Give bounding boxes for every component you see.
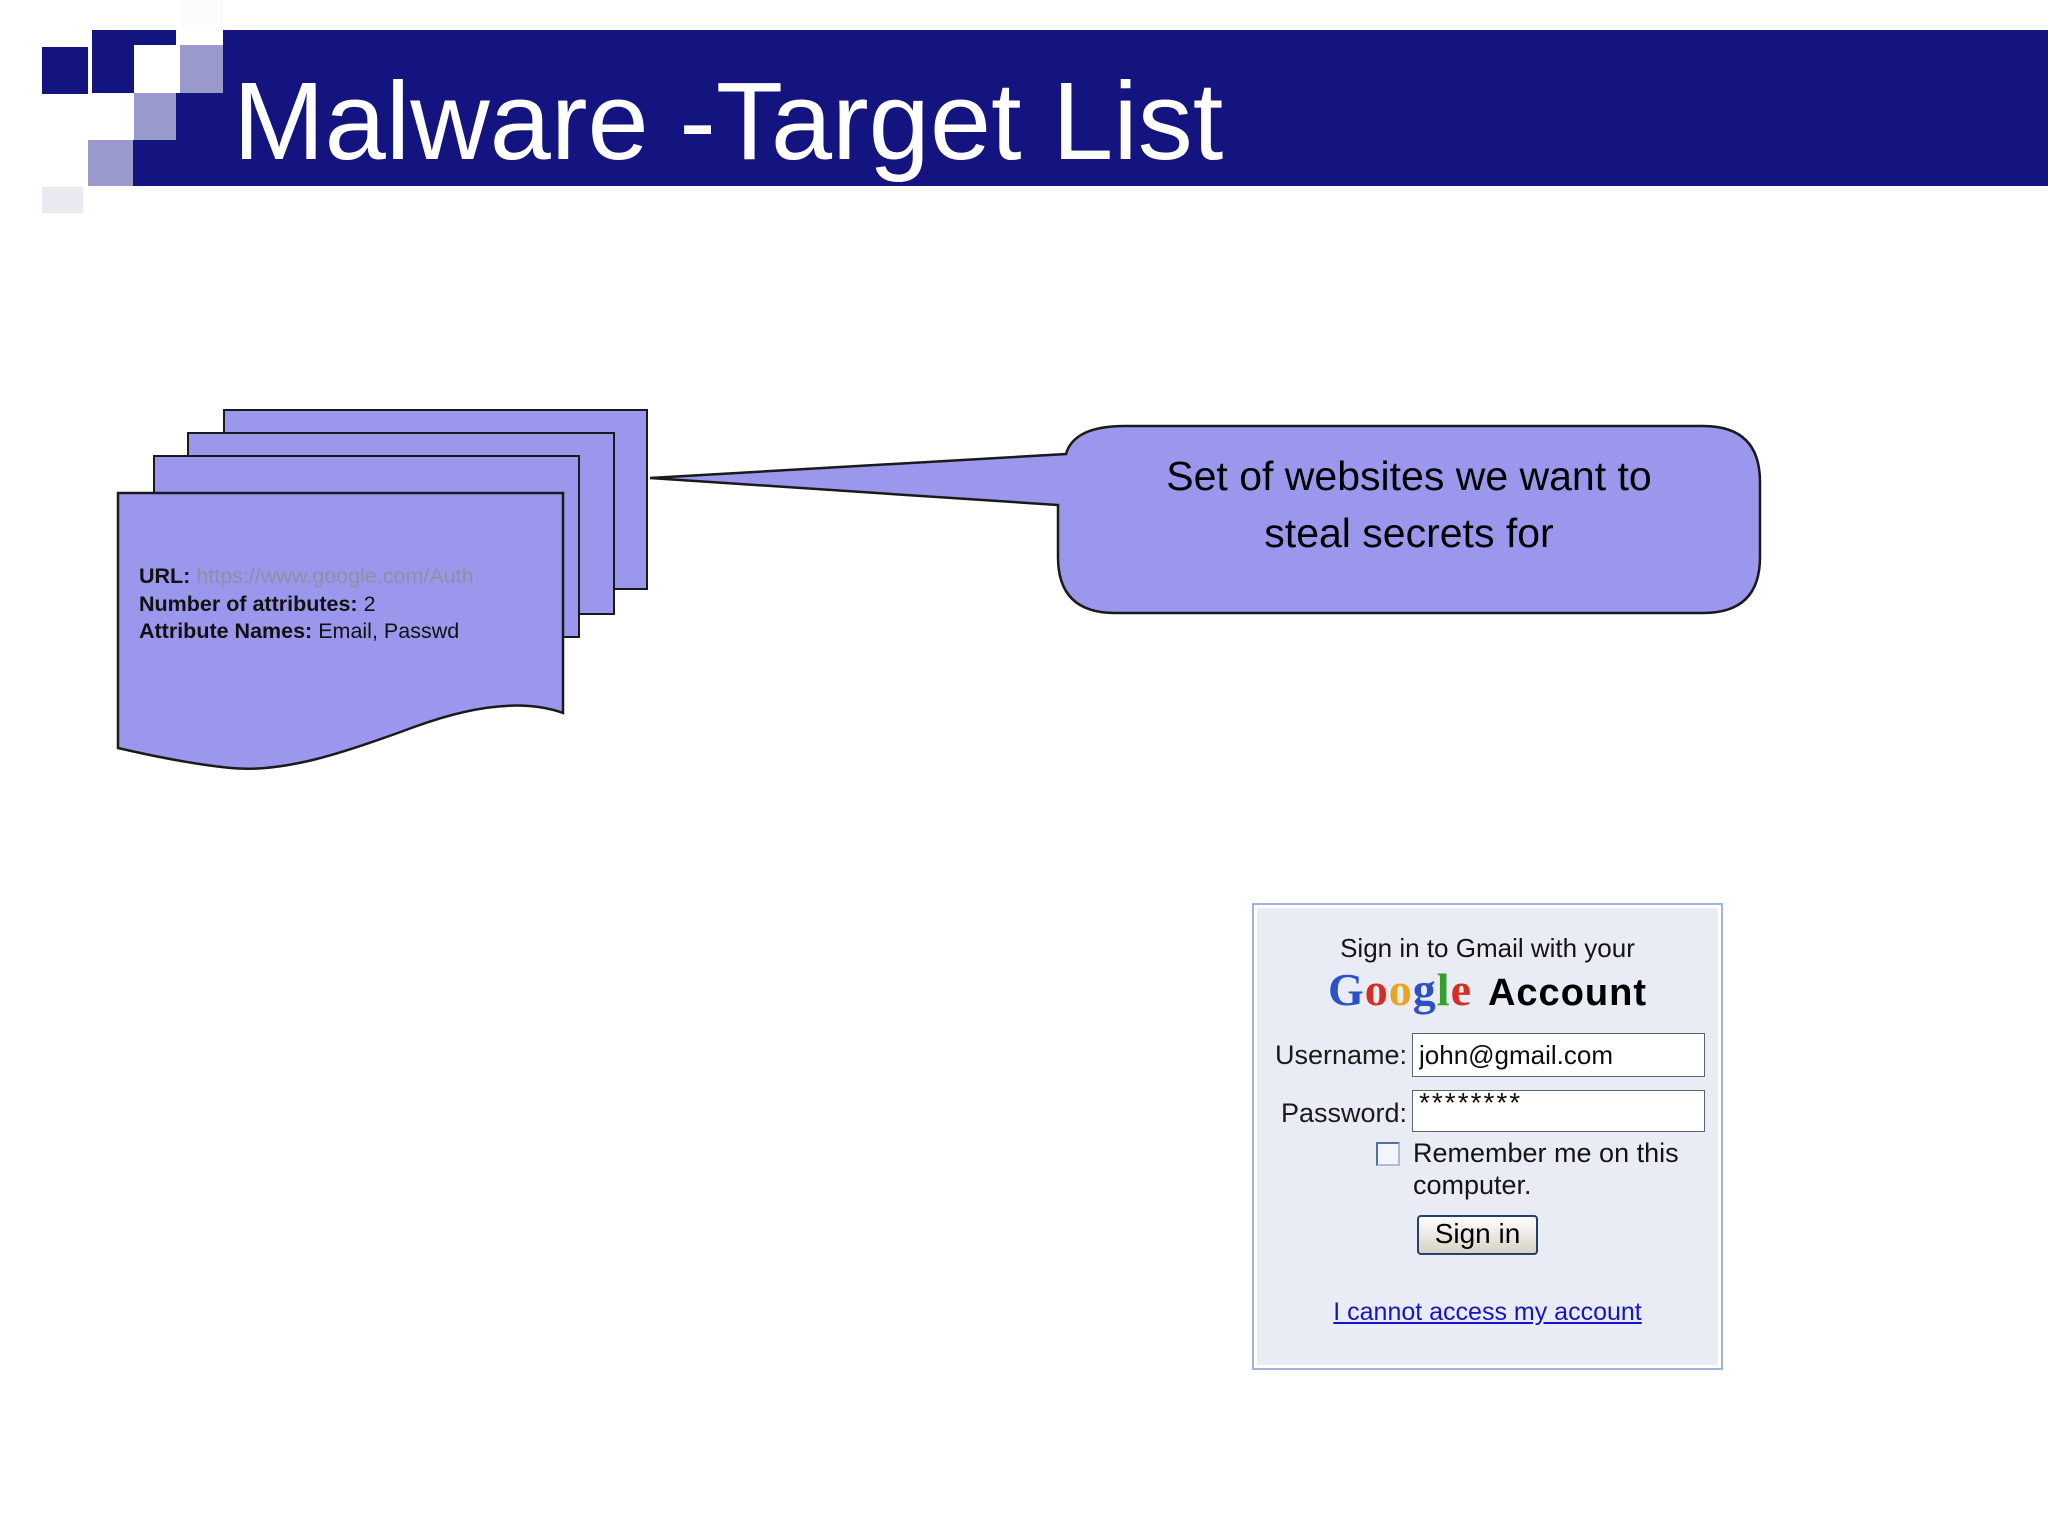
- target-attr-count-line: Number of attributes: 2: [139, 591, 376, 616]
- gmail-signin-panel: Sign in to Gmail with your Google Accoun…: [1252, 903, 1723, 1370]
- front-document-shape: [116, 491, 565, 770]
- sign-in-button[interactable]: Sign in: [1417, 1215, 1538, 1255]
- page-title: Malware -Target List: [233, 60, 1224, 183]
- gmail-signin-form: Sign in to Gmail with your Google Accoun…: [1257, 908, 1718, 1365]
- title-bar-step: [133, 140, 176, 186]
- target-attr-names-line: Attribute Names: Email, Passwd: [139, 619, 460, 643]
- title-bar-step: [176, 93, 223, 186]
- remember-me-checkbox[interactable]: [1376, 1142, 1400, 1166]
- mosaic-square: [88, 140, 133, 186]
- mosaic-square: [134, 93, 176, 140]
- google-logo: Google: [1328, 964, 1472, 1015]
- gmail-logo-row: Google Account: [1257, 963, 1718, 1019]
- callout-text-line: steal secrets for: [1264, 510, 1554, 556]
- callout-text-line: Set of websites we want to: [1166, 453, 1652, 499]
- password-label: Password:: [1280, 1098, 1407, 1128]
- mosaic-square: [180, 45, 223, 93]
- password-input[interactable]: [1412, 1090, 1705, 1132]
- mosaic-square: [180, 0, 223, 25]
- callout-text: Set of websites we want to steal secrets…: [1058, 448, 1760, 562]
- gmail-heading: Sign in to Gmail with your: [1340, 933, 1635, 963]
- mosaic-square: [42, 187, 83, 213]
- username-label: Username:: [1274, 1040, 1407, 1070]
- title-bar: [223, 30, 2048, 186]
- username-input[interactable]: [1412, 1033, 1705, 1077]
- cannot-access-account-link[interactable]: I cannot access my account: [1333, 1298, 1642, 1326]
- target-entry-text: URL: https://www.google.com/Auth Number …: [139, 563, 474, 646]
- target-url-line: URL: https://www.google.com/Auth: [139, 564, 474, 588]
- mosaic-square: [134, 45, 180, 93]
- remember-me-label: Remember me on this computer.: [1413, 1138, 1679, 1200]
- mosaic-square: [42, 47, 88, 94]
- callout-balloon-shape: [649, 424, 1762, 615]
- account-word: Account: [1487, 972, 1647, 1014]
